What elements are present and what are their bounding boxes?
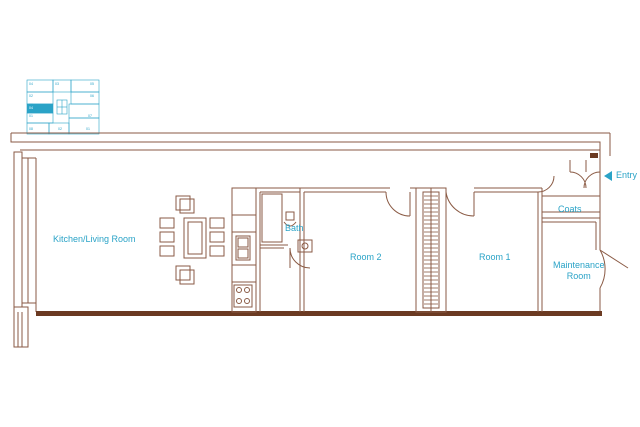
key-label-10: 01 (86, 127, 90, 131)
chair-right-1 (209, 217, 225, 229)
chair-left-3 (159, 245, 175, 257)
key-unit-e (70, 91, 100, 105)
key-label-1: 04 (29, 82, 33, 86)
room-label-room1: Room 1 (479, 252, 511, 262)
key-unit-i (68, 103, 100, 119)
dining-table (183, 217, 207, 259)
room-label-coats: Coats (558, 204, 582, 214)
chair-right-3 (209, 245, 225, 257)
key-label-9: 02 (58, 127, 62, 131)
room-label-room2: Room 2 (350, 252, 382, 262)
key-unit-j (68, 117, 100, 135)
chair-right-2 (209, 231, 225, 243)
key-label-7: 07 (88, 114, 92, 118)
room-label-bath: Bath (285, 223, 304, 233)
room-label-maintenance-line2: Room (566, 271, 591, 281)
key-label-3: 05 (90, 82, 94, 86)
key-label-4: 02 (29, 94, 33, 98)
closet-shelving (424, 195, 438, 305)
room-label-maintenance: Maintenance Room (553, 260, 605, 282)
chair-left-1 (159, 217, 175, 229)
key-label-2: 03 (55, 82, 59, 86)
key-label-5: 06 (90, 94, 94, 98)
key-label-11: 03 (29, 103, 33, 107)
interior-walls (231, 160, 629, 313)
dining-set (159, 195, 225, 285)
entry-arrow-icon (604, 171, 612, 181)
key-plan (26, 79, 100, 135)
chair-left-2 (159, 231, 175, 243)
chair-bottom (175, 265, 191, 281)
room-label-kitchen-living: Kitchen/Living Room (53, 234, 136, 244)
room-label-maintenance-line1: Maintenance (553, 260, 605, 270)
chair-top-left (175, 195, 191, 211)
key-plan-labels: 04 03 05 02 06 01 07 08 02 01 03 04 (29, 82, 94, 131)
key-label-6: 01 (29, 114, 33, 118)
bearing-walls (36, 153, 602, 316)
key-label-8: 08 (29, 127, 33, 131)
room-label-entry: Entry (616, 170, 638, 180)
key-unit-c (70, 79, 100, 93)
key-label-highlighted: 04 (29, 106, 33, 110)
